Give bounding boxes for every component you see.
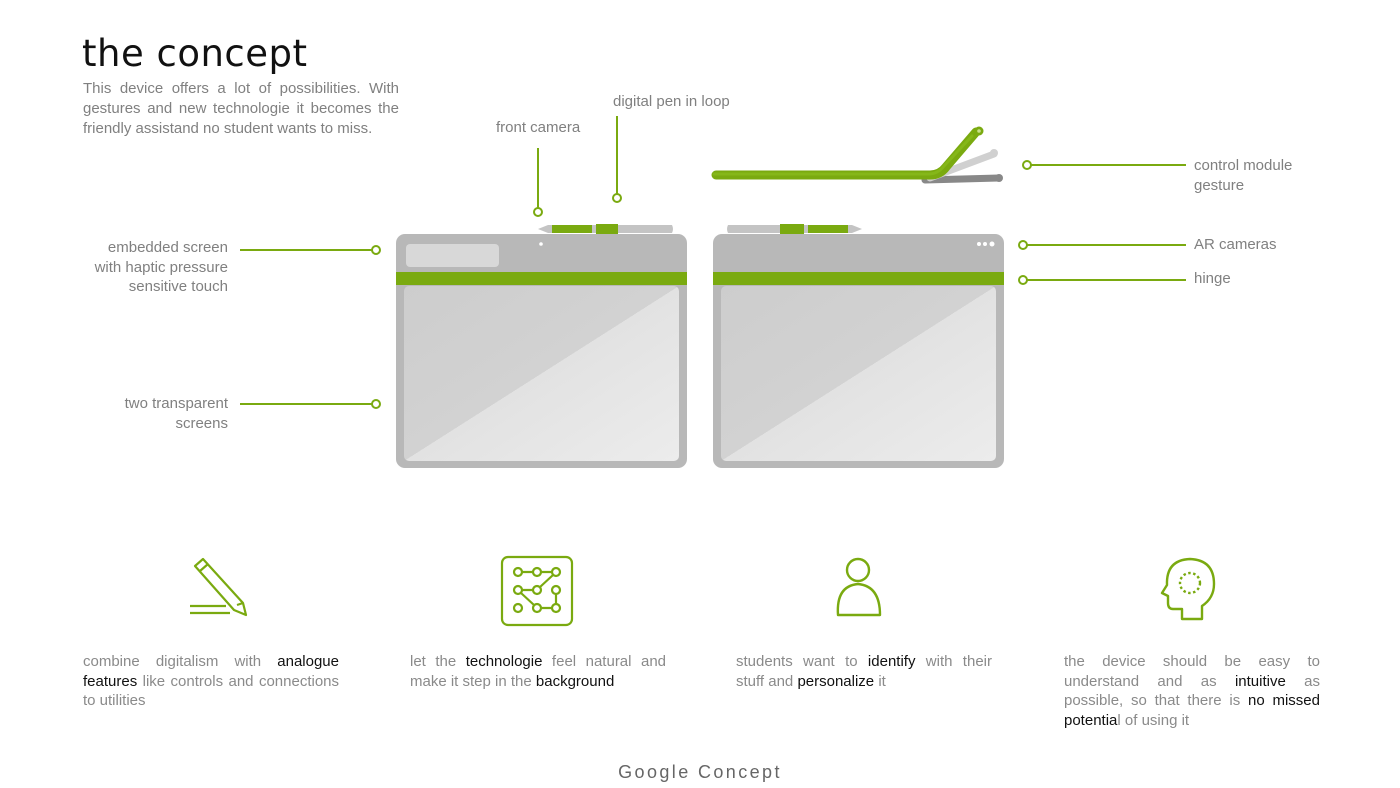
leader-lines [240, 116, 1186, 409]
left-transparent-screen [404, 286, 679, 461]
feature-text-analogue: combine digitalism with analogue feature… [83, 653, 339, 709]
digital-pen-label: digital pen in loop [613, 93, 730, 110]
pencil-icon [190, 557, 248, 617]
hinge-label: hinge [1194, 270, 1231, 287]
feature-text-intuitive: the device should be easy to understand … [1064, 653, 1320, 729]
right-hinge-band [713, 272, 1004, 285]
transparent-screens-label: two transparent screens [124, 395, 228, 432]
right-transparent-screen [721, 286, 996, 461]
feature-text-identify: students want to identify with their stu… [736, 653, 992, 690]
ar-camera-dot [977, 242, 981, 246]
pattern-lock-icon [500, 555, 574, 627]
footer-title: Google Concept [618, 762, 782, 782]
embedded-screen-area [406, 244, 499, 267]
head-mind-icon [1160, 557, 1216, 621]
control-module-label: control module gesture [1194, 157, 1293, 194]
right-device [713, 224, 1004, 468]
intro-text: This device offers a lot of possibilitie… [83, 80, 399, 137]
front-camera-dot [539, 242, 543, 246]
ar-cameras-label: AR cameras [1194, 236, 1277, 253]
left-device [396, 224, 687, 468]
user-icon [836, 557, 882, 617]
page-title: the concept [82, 32, 308, 75]
embedded-screen-label: embedded screen with haptic pressure sen… [94, 239, 228, 295]
left-pen-clip [596, 224, 618, 234]
left-hinge-band [396, 272, 687, 285]
control-module-side-view [711, 126, 1003, 184]
front-camera-label: front camera [496, 119, 581, 136]
left-pen-loop [552, 225, 592, 233]
feature-text-technologie: let the technologie feel natural and mak… [410, 653, 667, 690]
